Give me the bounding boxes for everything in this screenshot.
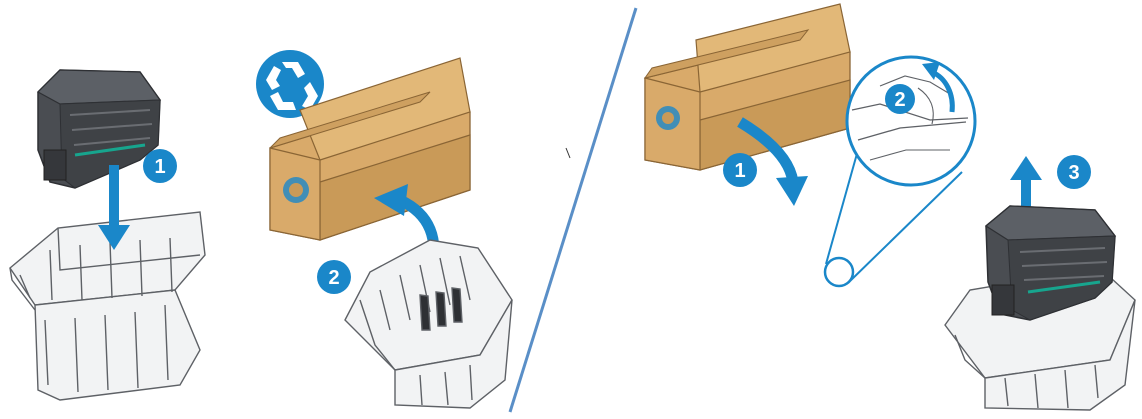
zoom-detail-callout bbox=[823, 55, 977, 288]
step-badge-2-left: 2 bbox=[317, 260, 351, 294]
step-badge-2-right: 2 bbox=[885, 84, 915, 114]
step-badge-1-left: 1 bbox=[143, 149, 177, 183]
step-badge-3: 3 bbox=[1057, 155, 1091, 189]
toner-cartridge-left bbox=[37, 69, 162, 189]
packing-tray-empty bbox=[344, 239, 513, 409]
packing-tray-left bbox=[9, 211, 206, 401]
panel-divider bbox=[508, 7, 638, 413]
svg-text:2: 2 bbox=[894, 89, 905, 111]
arrow-down-insert bbox=[98, 165, 130, 250]
recycle-icon bbox=[256, 50, 324, 118]
arrow-curved-down-right bbox=[737, 117, 808, 206]
cardboard-box-left bbox=[269, 57, 471, 241]
stray-mark bbox=[565, 147, 571, 159]
arrow-up-remove bbox=[1010, 156, 1042, 218]
svg-text:1: 1 bbox=[154, 156, 165, 178]
toner-cartridge-right bbox=[984, 205, 1117, 321]
step-badge-1-right: 1 bbox=[723, 153, 757, 187]
svg-text:1: 1 bbox=[734, 160, 745, 182]
arrow-lift-flap bbox=[922, 62, 955, 113]
svg-text:3: 3 bbox=[1068, 162, 1079, 184]
svg-text:2: 2 bbox=[328, 267, 339, 289]
cardboard-box-right bbox=[643, 3, 851, 171]
